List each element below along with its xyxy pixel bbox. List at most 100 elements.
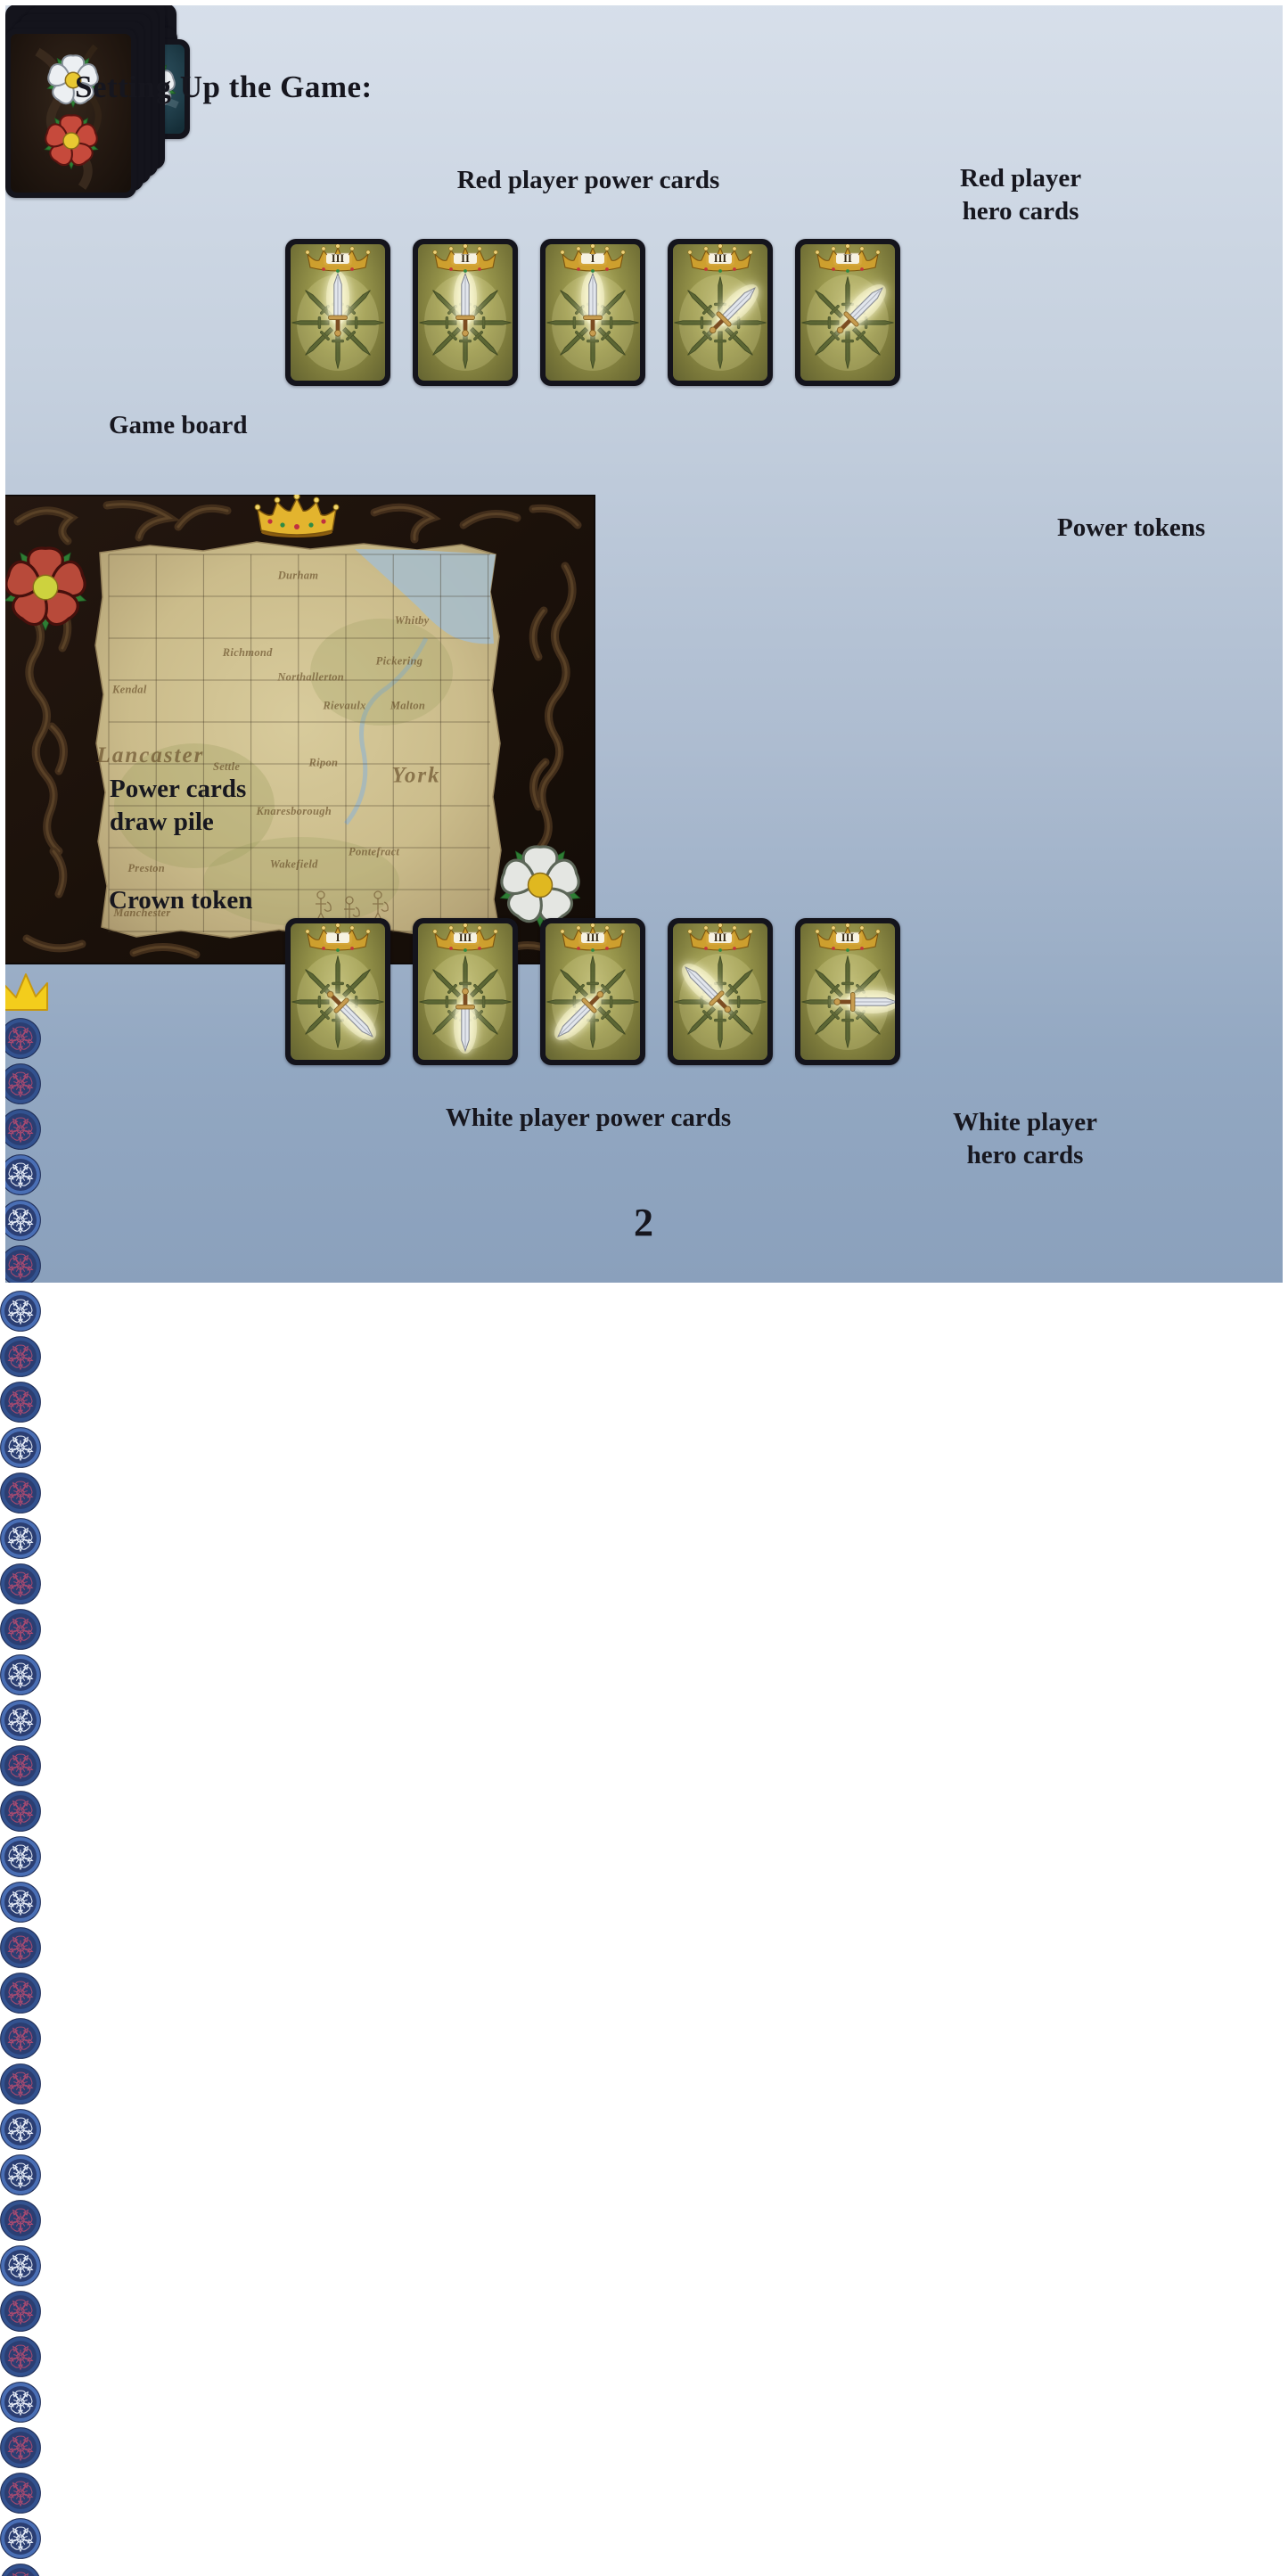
power-card-face: I [546,244,640,381]
label-white-player-hero-cards: White player hero cards [914,1106,1136,1172]
sword-icon [709,284,759,334]
map-label-ripon: Ripon [308,756,338,768]
label-line: White player [953,1108,1097,1136]
crown-icon: III [560,923,626,952]
power-token-white [0,2245,1288,2291]
power-token-red [0,2018,1288,2063]
crown-icon: III [687,244,753,273]
map-label-wakefield: Wakefield [270,857,318,870]
power-card-I: I [540,239,645,386]
map-label-pickering: Pickering [376,654,423,667]
power-card-face: III [418,923,513,1060]
map-label-whitby: Whitby [395,614,430,627]
crown-icon: III [687,923,753,952]
sword-star-icon [291,276,384,369]
power-card-face: III [546,923,640,1060]
sword-icon [454,271,477,337]
crown-icon: I [560,244,626,273]
power-token-red [0,1609,1288,1654]
rose-icon [7,1026,34,1053]
rose-icon [7,1117,34,1144]
board-crown-icon [254,493,340,537]
crown-icon: III [432,923,498,952]
power-token-red [0,1927,1288,1973]
power-token-red [0,1245,1288,1291]
crown-icon: III [305,244,371,273]
rose-icon [7,1208,34,1235]
label-game-board: Game board [109,411,248,439]
power-card-art: III [674,923,767,1050]
map-label-knaresborough: Knaresborough [256,805,332,817]
power-card-face: II [418,244,513,381]
power-card-III: III [285,239,390,386]
map-label-pontefract: Pontefract [349,846,399,858]
svg-text:III: III [841,931,855,944]
power-token-red [0,2336,1288,2382]
sword-icon [682,964,732,1013]
board-map: DurhamWhitbyRichmondPickeringNorthallert… [94,541,502,939]
map-sketch-soldier [373,890,389,923]
power-card-art: I [291,923,384,1050]
map-label-manchester: Manchester [112,907,170,919]
frame-white-rose-icon [499,845,581,928]
power-token-red [0,1973,1288,2018]
map-label-richmond: Richmond [222,646,273,659]
power-card-face: II [800,244,895,381]
power-token-red [0,2564,1288,2576]
power-token-red [0,1791,1288,1836]
power-token-red [0,1336,1288,1382]
power-card-face: III [673,244,767,381]
svg-text:III: III [714,931,727,944]
label-power-cards-draw-pile: Power cards draw pile [110,773,246,839]
power-card-III: III [668,918,773,1065]
power-token-white [0,1882,1288,1927]
board-frame: DurhamWhitbyRichmondPickeringNorthallert… [0,493,597,966]
power-token-white [0,2109,1288,2154]
power-token-white [0,1291,1288,1336]
power-card-III: III [540,918,645,1065]
sword-icon [326,990,376,1040]
label-line: hero cards [962,197,1079,226]
power-card-face: III [800,923,895,1060]
crown-icon: I [305,923,371,952]
power-card-art: III [801,923,895,1050]
map-label-durham: Durham [277,570,319,582]
label-red-player-hero-cards: Red player hero cards [909,162,1132,228]
label-white-player-power-cards: White player power cards [445,1103,732,1132]
svg-text:III: III [459,931,472,944]
svg-text:II: II [843,252,852,265]
page-number: 2 [634,1201,653,1244]
sword-star-icon [419,956,512,1048]
sword-star-icon [674,276,767,369]
power-card-face: III [291,244,385,381]
power-token-red [0,1563,1288,1609]
power-token-red [0,1018,1288,1063]
label-line: draw pile [110,808,214,836]
power-card-face: III [673,923,767,1060]
label-line: Red player [959,164,1082,193]
map-label-kendal: Kendal [111,683,147,695]
power-token-white [0,2382,1288,2427]
rose-icon [7,1071,34,1098]
power-cards-draw-pile [0,0,165,495]
sword-icon [833,990,895,1013]
map-label-preston: Preston [127,862,165,874]
power-token-red [0,2063,1288,2109]
power-card-art: III [674,244,767,371]
page-title: Setting Up the Game: [75,70,373,104]
power-token-white [0,1836,1288,1882]
map-sketch-soldier [344,896,360,928]
power-tokens-cluster [0,1018,1288,2576]
power-card-II: II [795,239,900,386]
map-label-york: York [391,764,440,788]
power-card-III: III [795,918,900,1065]
draw-pile-card-front [5,29,136,198]
power-card-I: I [285,918,390,1065]
svg-text:III: III [714,252,727,265]
rose-icon [46,54,100,109]
power-card-art: III [546,923,639,1050]
power-token-white [0,1154,1288,1200]
rose-icon [4,546,87,631]
